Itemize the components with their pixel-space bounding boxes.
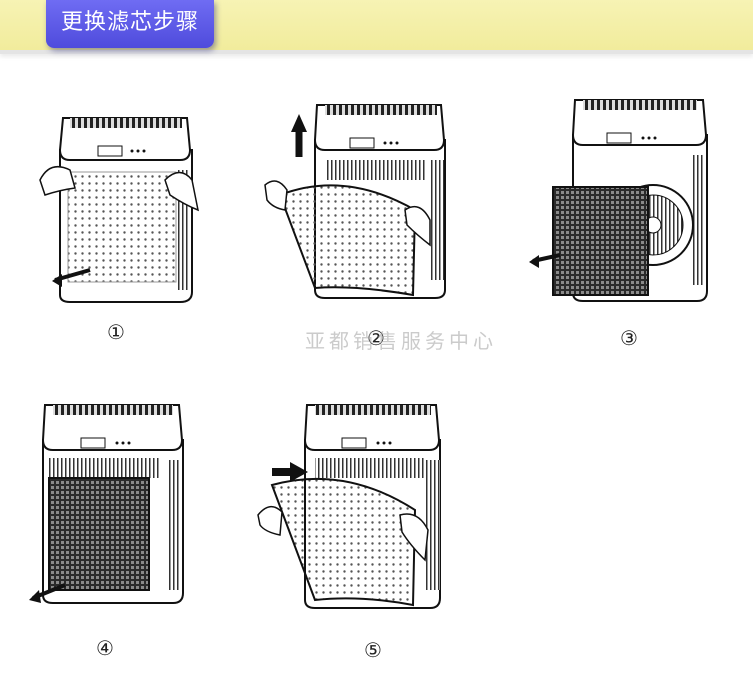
air-purifier-illustration-3 — [529, 99, 708, 302]
step-5-number: ⑤ — [364, 638, 382, 662]
step-1-number: ① — [107, 320, 125, 344]
step-5-illustration — [250, 400, 460, 615]
step-4-illustration — [25, 400, 205, 610]
watermark-text: 亚都销售服务中心 — [305, 329, 497, 353]
step-3-number: ③ — [620, 326, 638, 350]
air-purifier-illustration-4 — [29, 404, 184, 604]
air-purifier-illustration-5 — [257, 404, 441, 609]
step-2-illustration — [255, 100, 455, 310]
step-4-number: ④ — [96, 636, 114, 660]
air-purifier-illustration-2 — [264, 104, 446, 299]
step-3-illustration — [525, 95, 725, 305]
step-1-illustration — [30, 110, 210, 310]
step-2-number: ② — [367, 326, 385, 350]
page-title: 更换滤芯步骤 — [46, 0, 214, 48]
air-purifier-illustration-1 — [39, 117, 200, 303]
